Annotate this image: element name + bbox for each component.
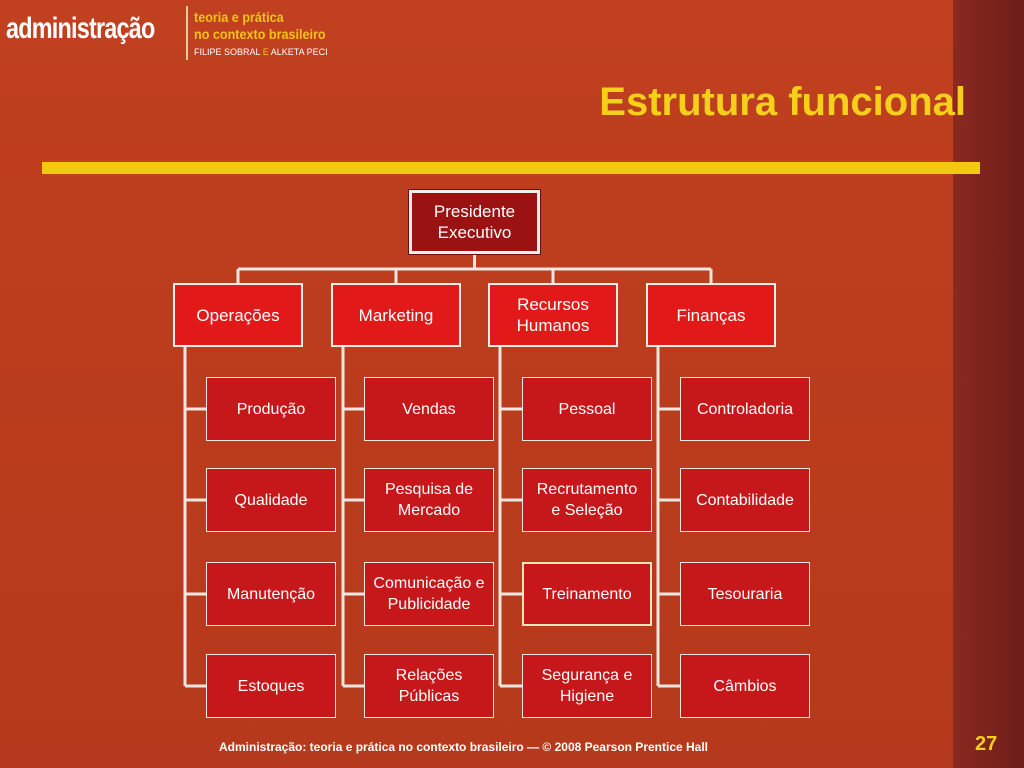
unit-label: Estoques bbox=[237, 677, 305, 695]
unit-box-marketing-0: Vendas bbox=[364, 377, 494, 441]
unit-box-operacoes-1: Qualidade bbox=[206, 468, 336, 532]
department-box-marketing: Marketing bbox=[331, 283, 461, 347]
title-rule bbox=[42, 162, 980, 174]
unit-label: Contabilidade bbox=[696, 491, 794, 509]
unit-label: Relações Públicas bbox=[395, 667, 463, 705]
unit-label: Controladoria bbox=[696, 400, 794, 418]
logo-authors: FILIPE SOBRAL E ALKETA PECI bbox=[194, 47, 328, 57]
author-2: ALKETA PECI bbox=[270, 47, 328, 57]
unit-label: Recrutamento e Seleção bbox=[536, 481, 638, 519]
unit-label: Pessoal bbox=[558, 400, 616, 418]
unit-label: Câmbios bbox=[713, 677, 777, 695]
unit-box-marketing-1: Pesquisa de Mercado bbox=[364, 468, 494, 532]
unit-box-recursos-humanos-0: Pessoal bbox=[522, 377, 652, 441]
ceo-label: Presidente Executivo bbox=[433, 202, 516, 242]
unit-label: Tesouraria bbox=[707, 585, 783, 603]
logo-divider bbox=[186, 6, 188, 60]
department-label: Finanças bbox=[676, 305, 746, 325]
unit-box-recursos-humanos-1: Recrutamento e Seleção bbox=[522, 468, 652, 532]
logo-subtitle-line1: teoria e prática bbox=[194, 9, 284, 25]
logo-wordmark: administração bbox=[6, 12, 155, 45]
department-box-recursos-humanos: Recursos Humanos bbox=[488, 283, 618, 347]
department-label: Recursos Humanos bbox=[516, 295, 590, 335]
unit-box-operacoes-3: Estoques bbox=[206, 654, 336, 718]
authors-ampersand: E bbox=[262, 47, 269, 57]
department-box-financas: Finanças bbox=[646, 283, 776, 347]
unit-box-operacoes-2: Manutenção bbox=[206, 562, 336, 626]
unit-label: Segurança e Higiene bbox=[541, 667, 633, 705]
right-edge-band bbox=[953, 0, 1024, 768]
author-1: FILIPE SOBRAL bbox=[194, 47, 261, 57]
page-number: 27 bbox=[975, 733, 998, 755]
unit-box-financas-1: Contabilidade bbox=[680, 468, 810, 532]
unit-box-financas-0: Controladoria bbox=[680, 377, 810, 441]
unit-label: Manutenção bbox=[226, 585, 316, 603]
unit-label: Vendas bbox=[402, 400, 456, 418]
unit-box-operacoes-0: Produção bbox=[206, 377, 336, 441]
unit-box-recursos-humanos-2: Treinamento bbox=[522, 562, 652, 626]
unit-box-recursos-humanos-3: Segurança e Higiene bbox=[522, 654, 652, 718]
department-label: Marketing bbox=[358, 305, 434, 325]
unit-box-financas-2: Tesouraria bbox=[680, 562, 810, 626]
unit-label: Pesquisa de Mercado bbox=[384, 481, 474, 519]
unit-label: Qualidade bbox=[234, 491, 308, 509]
unit-label: Comunicação e Publicidade bbox=[373, 575, 485, 613]
logo-subtitle-line2: no contexto brasileiro bbox=[194, 26, 326, 42]
ceo-box: Presidente Executivo bbox=[409, 190, 540, 254]
unit-label: Produção bbox=[236, 400, 306, 418]
department-label: Operações bbox=[196, 305, 280, 325]
footer-copyright: Administração: teoria e prática no conte… bbox=[219, 740, 709, 754]
unit-box-financas-3: Câmbios bbox=[680, 654, 810, 718]
department-box-operacoes: Operações bbox=[173, 283, 303, 347]
unit-label: Treinamento bbox=[542, 585, 632, 603]
slide-title: Estrutura funcional bbox=[599, 80, 966, 124]
unit-box-marketing-2: Comunicação e Publicidade bbox=[364, 562, 494, 626]
unit-box-marketing-3: Relações Públicas bbox=[364, 654, 494, 718]
